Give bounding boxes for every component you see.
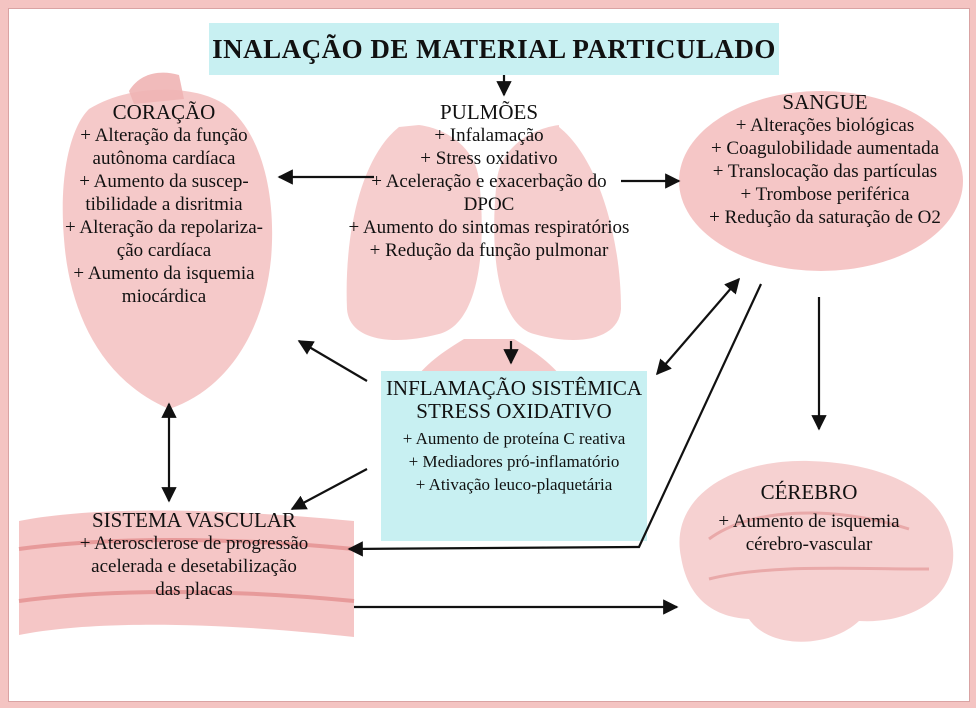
coracao-line: + Alteração da função [80,125,248,146]
section-sangue: SANGUE + Alterações biológicas + Coagulo… [695,91,955,229]
vascular-line: das placas [155,579,233,600]
arrow-blood-inflammation [655,277,741,376]
cerebro-line: + Aumento de isquemia [718,511,900,532]
pulmoes-line: + Aumento do sintomas respiratórios [348,217,630,238]
inflamacao-line: + Aumento de proteína C reativa [402,429,626,448]
pulmoes-line: DPOC [463,194,515,215]
vascular-line: + Aterosclerose de progressão [79,533,309,554]
vascular-line: acelerada e desetabilização [91,556,297,577]
diagram-title: INALAÇÃO DE MATERIAL PARTICULADO [212,33,776,64]
vascular-heading: SISTEMA VASCULAR [91,508,297,532]
pulmoes-line: + Aceleração e exacerbação do [371,171,607,192]
section-pulmoes: PULMÕES + Infalamação + Stress oxidativo… [339,101,639,262]
inflamacao-line: + Ativação leuco-plaquetária [415,475,613,494]
brain-illustration [679,460,954,642]
coracao-line: ção cardíaca [116,240,212,261]
section-cerebro: CÉREBRO + Aumento de isquemia cérebro-va… [699,481,919,556]
pulmoes-line: + Redução da função pulmonar [369,240,609,261]
sangue-heading: SANGUE [782,90,868,114]
arrow-inflammation-to-heart [297,340,368,382]
diagram-frame: INALAÇÃO DE MATERIAL PARTICULADO PULMÕES… [8,8,970,702]
section-inflamacao: INFLAMAÇÃO SISTÊMICA STRESS OXIDATIVO + … [381,377,647,496]
blood-illustration [679,91,963,271]
inflammation-box [381,371,647,541]
inflamacao-subheading: STRESS OXIDATIVO [416,399,612,423]
coracao-line: + Aumento da isquemia [73,263,255,284]
sangue-line: + Trombose periférica [740,184,910,205]
coracao-line: autônoma cardíaca [92,148,236,169]
lungs-illustration [346,125,482,341]
arrow-inflammation-to-vascular [290,468,368,510]
sangue-line: + Alterações biológicas [735,115,915,136]
sangue-line: + Redução da saturação de O2 [709,207,941,228]
section-coracao: CORAÇÃO + Alteração da função autônoma c… [39,101,289,308]
sangue-line: + Translocação das partículas [712,161,938,182]
coracao-line: tibilidade a disritmia [85,194,243,215]
coracao-line: + Alteração da repolariza- [65,217,263,238]
coracao-line: + Aumento da suscep- [79,171,249,192]
title-box: INALAÇÃO DE MATERIAL PARTICULADO [209,23,779,75]
pulmoes-heading: PULMÕES [439,100,539,124]
section-vascular: SISTEMA VASCULAR + Aterosclerose de prog… [49,509,339,601]
pulmoes-line: + Infalamação [434,125,544,146]
inflamacao-line: + Mediadores pró-inflamatório [408,452,620,471]
pulmoes-line: + Stress oxidativo [420,148,558,169]
cerebro-line: cérebro-vascular [745,534,873,555]
organ-illustrations [18,72,963,642]
coracao-heading: CORAÇÃO [112,100,216,124]
arrow-blood-to-vascular [347,283,762,557]
heart-illustration [62,89,273,409]
cerebro-heading: CÉREBRO [760,480,858,504]
inflamacao-heading: INFLAMAÇÃO SISTÊMICA [385,376,643,400]
coracao-line: miocárdica [121,286,207,307]
sangue-line: + Coagulobilidade aumentada [710,138,940,159]
arrows-layer [161,75,827,615]
